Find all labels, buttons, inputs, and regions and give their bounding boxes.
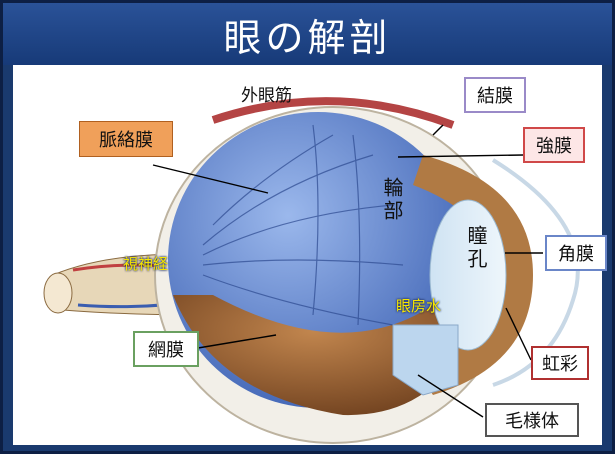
slide-title: 眼の解剖 xyxy=(3,3,612,65)
leader-choroid xyxy=(153,165,268,193)
leader-ciliary xyxy=(418,375,483,417)
label-extraocular-muscle: 外眼筋 xyxy=(241,81,292,106)
label-choroid: 脈絡膜 xyxy=(79,121,173,157)
label-conjunctiva: 結膜 xyxy=(464,77,526,113)
label-iris: 虹彩 xyxy=(531,346,589,380)
leader-iris xyxy=(506,308,531,360)
label-ciliary-body: 毛様体 xyxy=(485,403,579,437)
diagram-area: 外眼筋 脈絡膜 結膜 強膜 輪部 瞳孔 角膜 視神経 眼房水 網膜 虹彩 毛様体 xyxy=(13,65,602,445)
label-sclera: 強膜 xyxy=(523,127,585,163)
leader-conjunctiva xyxy=(433,125,443,135)
label-optic-nerve: 視神経 xyxy=(123,253,168,274)
label-aqueous-humor: 眼房水 xyxy=(396,295,441,316)
leader-sclera xyxy=(398,155,523,157)
label-retina: 網膜 xyxy=(133,331,199,367)
label-pupil: 瞳孔 xyxy=(462,225,491,271)
label-ring-part: 輪部 xyxy=(378,177,407,223)
label-cornea: 角膜 xyxy=(545,235,607,271)
leader-retina xyxy=(198,335,276,348)
